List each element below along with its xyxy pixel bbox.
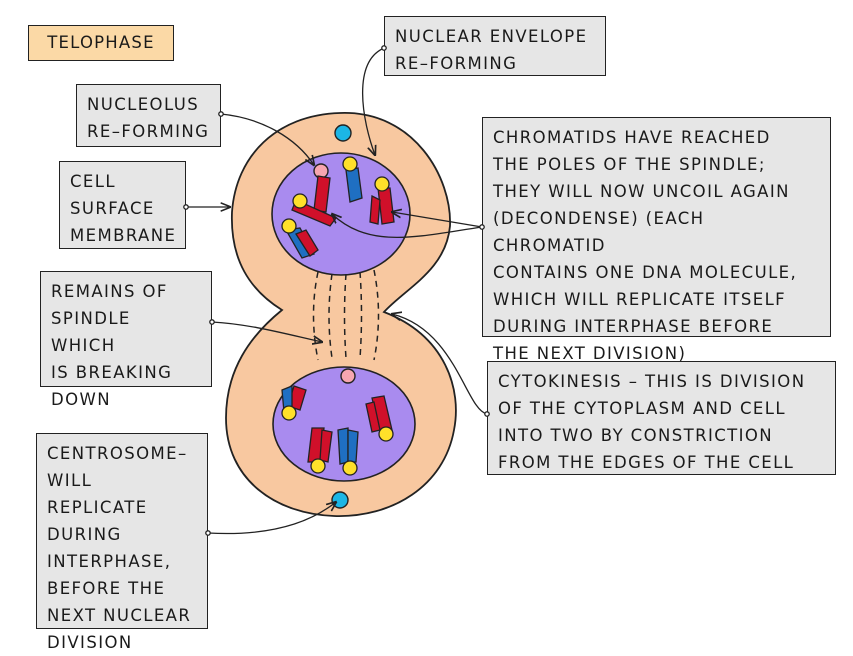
centromere — [378, 426, 394, 442]
centromere — [374, 176, 390, 192]
label-nuclear-envelope: NUCLEAR ENVELOPE RE–FORMING — [384, 16, 606, 76]
chromatid-red — [369, 194, 381, 225]
telophase-cell-diagram — [183, 45, 490, 536]
chromatid-blue — [347, 429, 359, 463]
centromere — [310, 458, 326, 474]
arrow-nuclear-envelope — [361, 47, 385, 155]
chromatid-blue — [337, 427, 349, 465]
spindle-remains — [312, 269, 380, 361]
centromere — [281, 218, 297, 234]
chromatid-red — [313, 175, 331, 213]
arrow-chromatids-2 — [392, 212, 483, 228]
arrow-spindle — [211, 321, 322, 342]
label-chromatids: CHROMATIDS HAVE REACHED THE POLES OF THE… — [482, 117, 831, 363]
centromere — [281, 405, 297, 421]
arrow-centrosome — [207, 502, 336, 535]
label-centrosome: CENTROSOME– WILL REPLICATE DURING INTERP… — [36, 433, 208, 652]
label-cytokinesis: CYTOKINESIS – THIS IS DIVISION OF THE CY… — [487, 361, 836, 475]
arrow-chromatids-1 — [332, 214, 483, 238]
chromatid-red — [319, 429, 333, 463]
lower-chromatids — [281, 385, 394, 476]
arrow-nucleolus — [220, 113, 314, 165]
label-cell-surface-membrane: CELL SURFACE MEMBRANE — [59, 161, 186, 249]
arrow-cytokinesis — [392, 314, 488, 415]
label-spindle-remains: REMAINS OF SPINDLE WHICH IS BREAKING DOW… — [40, 271, 212, 409]
label-nucleolus: NUCLEOLUS RE–FORMING — [76, 84, 221, 147]
upper-chromatids — [281, 156, 395, 259]
centromere — [342, 460, 358, 476]
nucleolus-bottom — [340, 368, 356, 384]
centrosome-bottom — [331, 491, 349, 509]
chromatid-red — [295, 229, 319, 257]
centrosome-top — [334, 124, 352, 142]
centromere — [292, 193, 308, 209]
title-box: TELOPHASE — [28, 25, 174, 61]
centromere — [342, 156, 358, 172]
